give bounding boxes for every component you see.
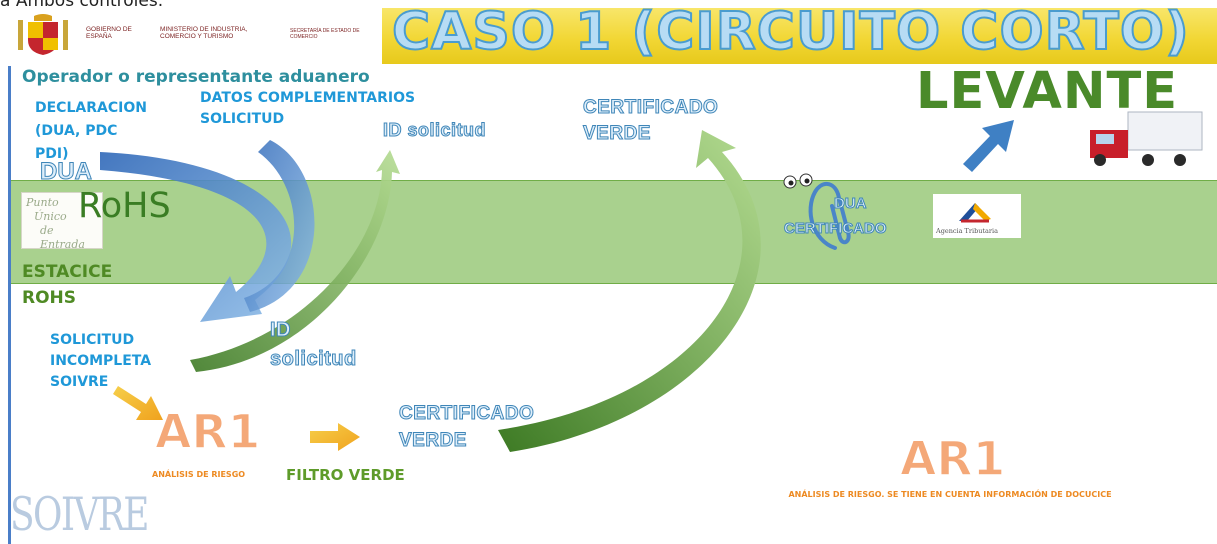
certificado-line: CERTIFICADO	[582, 97, 719, 119]
blue-curved-arrow-datos	[244, 140, 315, 312]
certificado-line: VERDE	[398, 430, 467, 452]
certificado-verde-top-label: CERTIFICADO VERDE	[582, 95, 719, 147]
blue-arrow-levante	[963, 120, 1014, 172]
top-caption: a Ambos controles.	[0, 0, 164, 11]
solicitud-line: INCOMPLETA	[50, 353, 152, 369]
ar1-right-label: AR1	[899, 431, 1006, 488]
punto-logo-line: de Entrada	[40, 224, 85, 251]
certificado-line: VERDE	[582, 123, 651, 145]
id-solicitud-line: ID	[270, 319, 291, 342]
declaracion-label: DECLARACION (DUA, PDC PDI)	[35, 97, 147, 166]
dua-certificado-line: CERTIFICADO	[784, 220, 887, 238]
id-solicitud-bottom-label: ID solicitud	[270, 316, 357, 374]
punto-logo-line: Único	[34, 210, 67, 223]
agencia-tributaria-name: Agencia Tributaria	[936, 227, 998, 235]
declaracion-line: PDI)	[35, 146, 69, 162]
analisis-riesgo-right-label: ANÁLISIS DE RIESGO. SE TIENE EN CUENTA I…	[788, 490, 1112, 499]
datos-line: SOLICITUD	[200, 111, 285, 127]
datos-line: DATOS COMPLEMENTARIOS	[200, 90, 416, 106]
rohs-logo: RoHS	[78, 186, 171, 226]
filtro-verde-label: FILTRO VERDE	[286, 466, 405, 484]
solicitud-line: SOIVRE	[50, 374, 109, 390]
dua-certificado-label: DUA CERTIFICADO	[784, 191, 887, 241]
id-solicitud-top-label: ID solicitud	[382, 120, 487, 141]
id-solicitud-line: solicitud	[270, 348, 357, 371]
solicitud-line: SOLICITUD	[50, 332, 135, 348]
dua-certificado-line: DUA	[834, 195, 867, 213]
case-title: CASO 1 (CIRCUITO CORTO)	[391, 1, 1190, 63]
orange-arrow-to-ar1	[113, 386, 163, 420]
rohs-label: ROHS	[22, 288, 77, 308]
declaracion-line: DECLARACION	[35, 100, 147, 116]
paperclip-mascot-icon	[783, 173, 851, 250]
analisis-riesgo-left-label: ANÁLISIS DE RIESGO	[152, 470, 246, 479]
declaracion-line: (DUA, PDC	[35, 123, 118, 139]
estacice-label: ESTACICE	[22, 262, 113, 282]
spain-coat-of-arms-icon	[18, 14, 68, 55]
blue-curved-arrow-dua	[100, 152, 292, 322]
levante-label: LEVANTE	[916, 62, 1179, 121]
ar1-left-label: AR1	[154, 404, 261, 461]
government-logo-box	[10, 8, 382, 64]
truck-icon	[1090, 111, 1203, 166]
dua-label: DUA	[40, 158, 93, 186]
certificado-verde-bottom-label: CERTIFICADO VERDE	[398, 400, 535, 454]
soivre-logo: SOIVRE	[10, 487, 149, 541]
operador-label: Operador o representante aduanero	[22, 67, 370, 87]
punto-unico-entrada-logo: Punto Único de Entrada	[21, 192, 103, 251]
government-name: GOBIERNO DE ESPAÑA	[86, 26, 132, 40]
green-thin-arrow-id-solicitud	[190, 150, 400, 372]
datos-complementarios-label: DATOS COMPLEMENTARIOS SOLICITUD	[200, 88, 415, 130]
certificado-line: CERTIFICADO	[398, 403, 535, 425]
orange-arrow-to-certificado	[310, 423, 360, 451]
secretaria-name: SECRETARÍA DE ESTADO DE COMERCIO	[290, 28, 360, 40]
green-curved-arrow-certificado	[498, 130, 761, 452]
left-rule	[8, 66, 11, 544]
ministry-name: MINISTERIO DE INDUSTRIA, COMERCIO Y TURI…	[160, 26, 248, 40]
punto-logo-line: Punto	[26, 196, 59, 209]
solicitud-incompleta-label: SOLICITUD INCOMPLETA SOIVRE	[50, 330, 151, 393]
agencia-tributaria-icon	[959, 203, 991, 223]
agencia-tributaria-logo	[933, 194, 1021, 238]
